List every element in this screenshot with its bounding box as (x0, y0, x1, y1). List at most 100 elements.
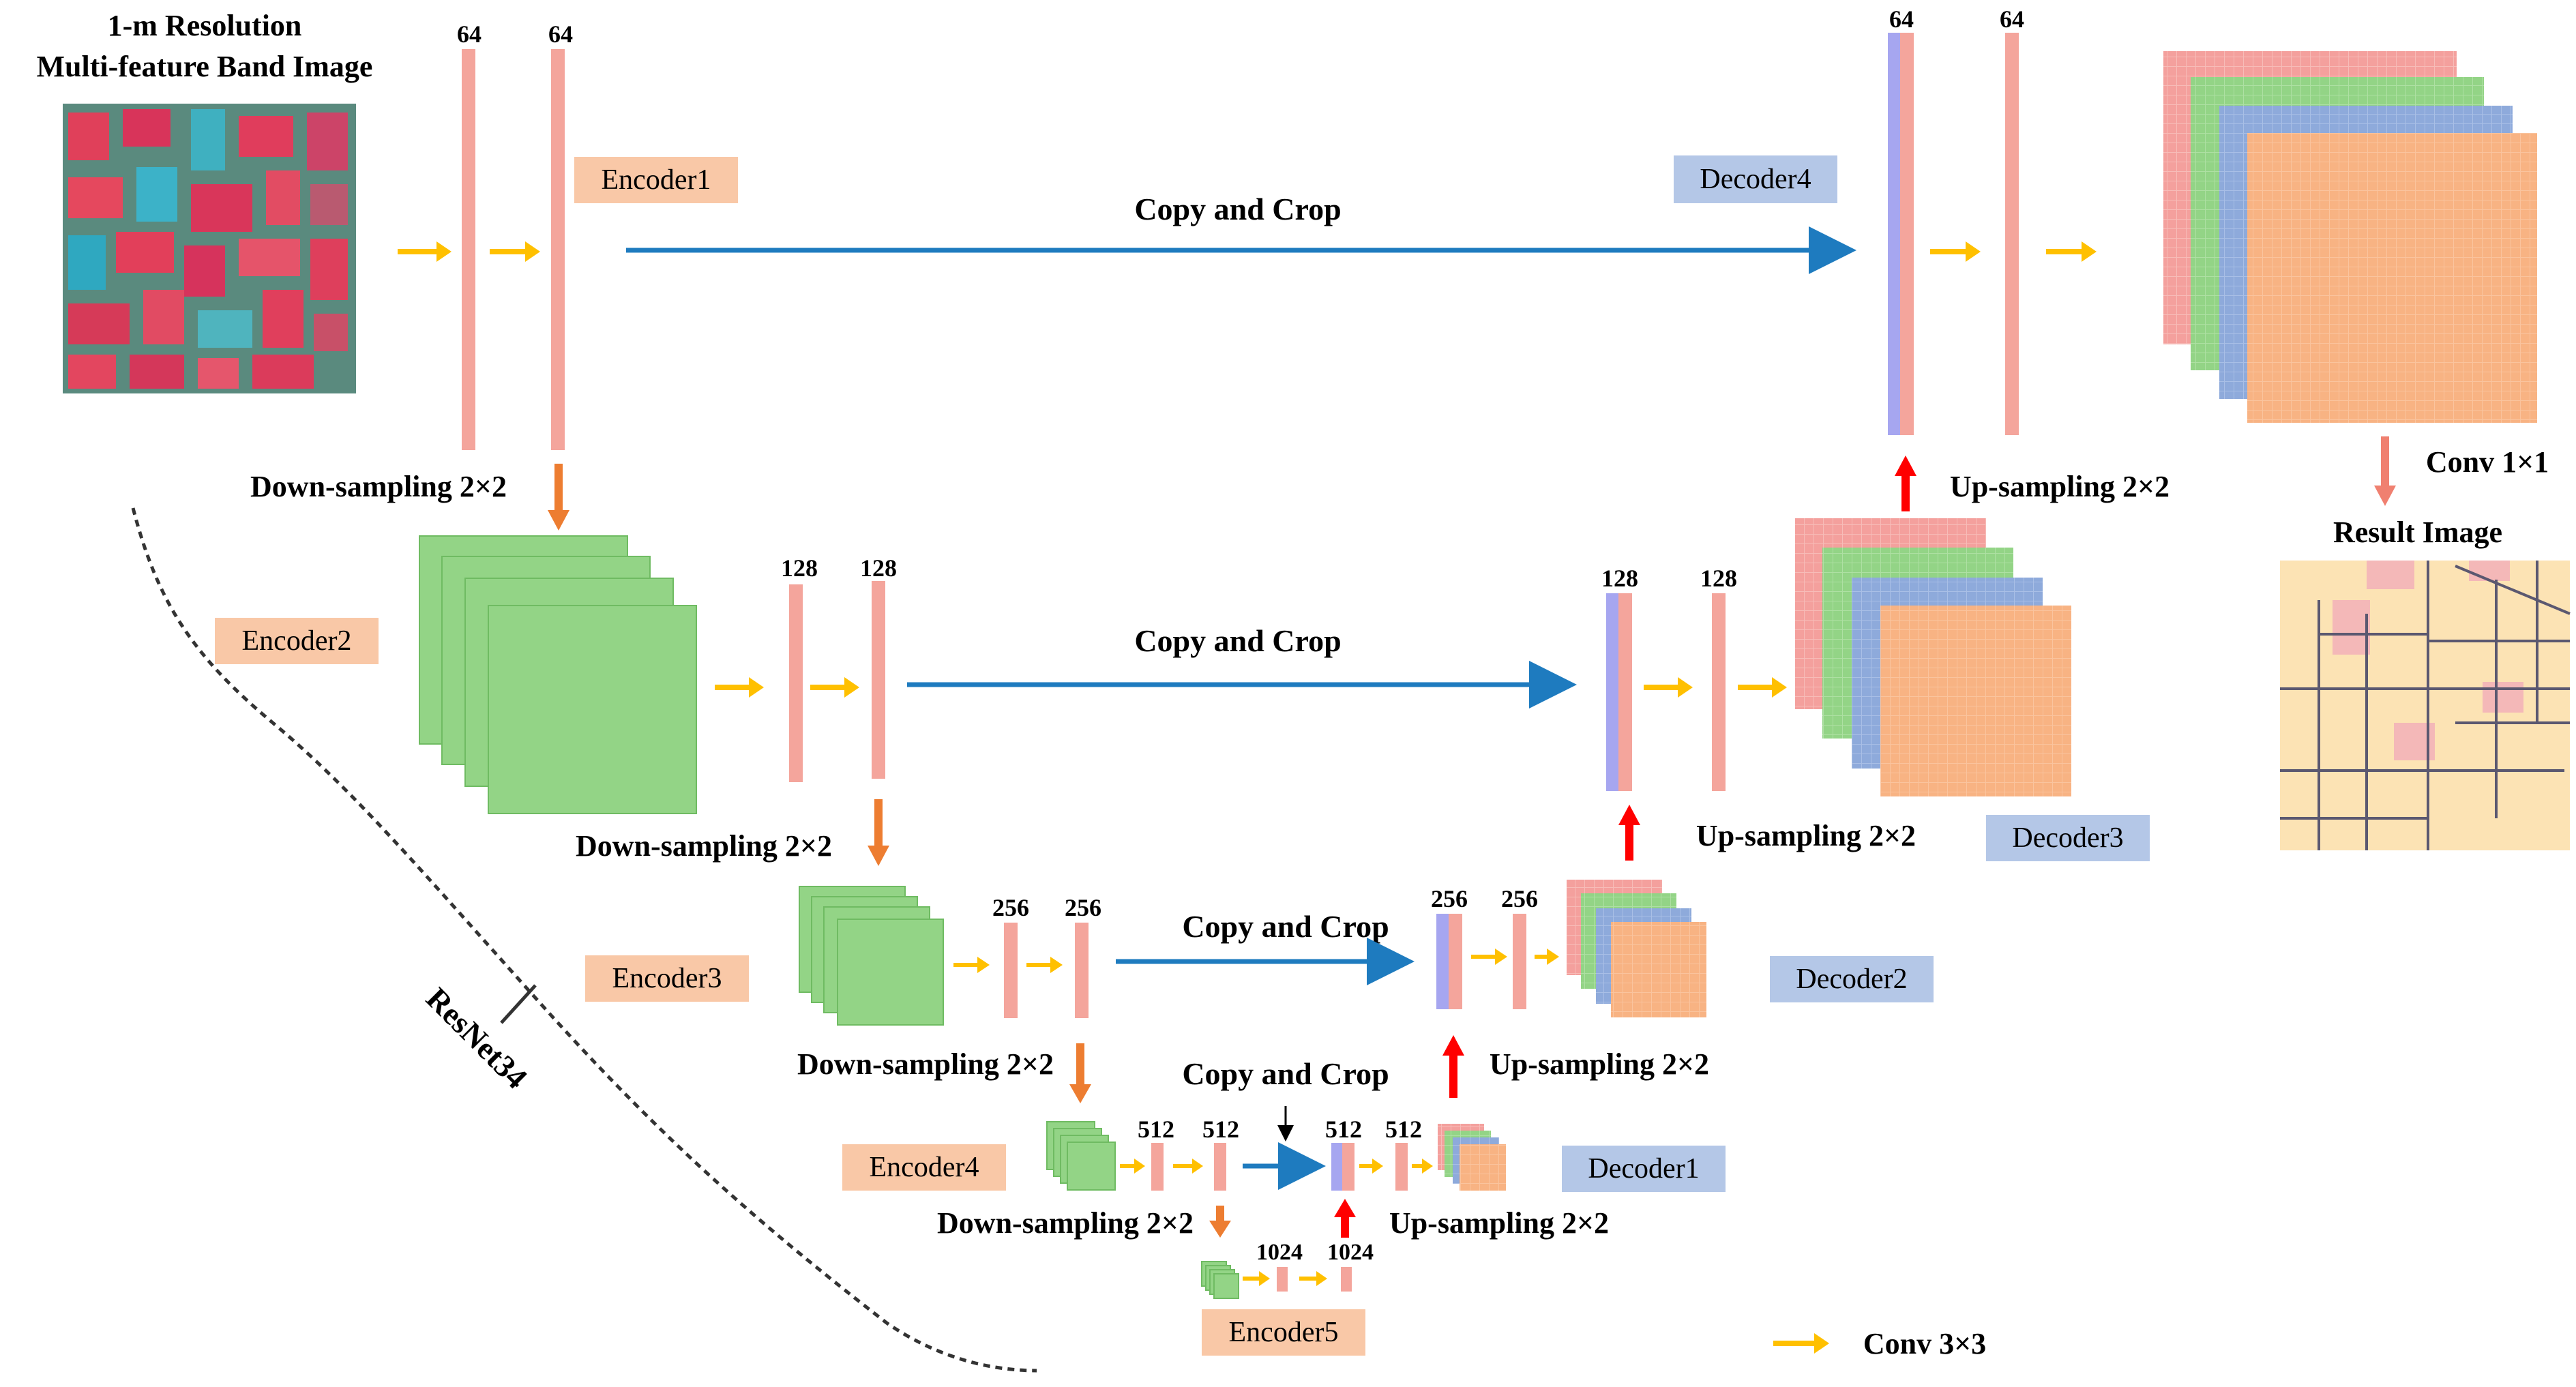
channel-e2b: 128 (860, 554, 897, 582)
conv3x3-arrow (2046, 241, 2097, 262)
resnet34-boundary-curve (131, 507, 1037, 1373)
feature-bar-d1a (1342, 1143, 1354, 1191)
channel-e1b: 64 (548, 20, 573, 48)
feature-bar-e3a (1004, 923, 1018, 1018)
decoder1-feature-stack (1438, 1124, 1506, 1191)
input-title-line2: Multi-feature Band Image (37, 50, 373, 83)
channel-e2a: 128 (781, 554, 818, 582)
conv3x3-arrow (1173, 1159, 1203, 1174)
conv3x3-arrow (1026, 957, 1063, 973)
feature-bar-d1b (1395, 1143, 1408, 1191)
svg-text:Encoder5: Encoder5 (1229, 1317, 1339, 1348)
decoder3-label: Decoder3 (1986, 815, 2150, 861)
down-sampling-arrows (548, 464, 1231, 1238)
feature-bar-e4b (1214, 1143, 1226, 1191)
conv3x3-arrow (1412, 1159, 1433, 1174)
channel-d1b: 512 (1385, 1116, 1422, 1143)
down-label-4: Down-sampling 2×2 (937, 1206, 1194, 1240)
feature-bar-e4a (1151, 1143, 1164, 1191)
feature-bar-d2b (1513, 914, 1526, 1009)
down-arrow-1 (548, 464, 569, 531)
svg-text:Encoder3: Encoder3 (612, 963, 722, 994)
down-label-1: Down-sampling 2×2 (250, 470, 507, 503)
conv3x3-arrows (398, 241, 2097, 1354)
encoder3-feature-maps (799, 886, 944, 1026)
encoder4-feature-maps (1046, 1121, 1116, 1191)
channel-e4b: 512 (1202, 1116, 1239, 1143)
conv3x3-arrow (1535, 949, 1559, 965)
concat-bar-d1 (1331, 1143, 1342, 1191)
feature-bar-e5a (1277, 1267, 1288, 1292)
decoder4-label: Decoder4 (1674, 155, 1837, 203)
channel-e5b: 1024 (1327, 1240, 1374, 1265)
up-arrow-2 (1618, 805, 1640, 861)
decoder3-feature-stack (1795, 518, 2071, 796)
feature-bar-d4a (1900, 33, 1914, 435)
concat-bar-d2 (1436, 914, 1449, 1009)
up-sampling-arrows (1334, 456, 1916, 1238)
conv1x1-arrow (2374, 436, 2396, 506)
svg-text:Decoder4: Decoder4 (1700, 164, 1811, 195)
resnet34-label: ResNet34 (419, 981, 534, 1095)
up-arrow-3 (1442, 1035, 1464, 1098)
copy-crop-label-2: Copy and Crop (1134, 623, 1341, 658)
up-label-3: Up-sampling 2×2 (1490, 1047, 1709, 1081)
conv3x3-arrow (398, 241, 451, 262)
encoder5-label: Encoder5 (1202, 1309, 1365, 1356)
concat-bar-d3 (1606, 593, 1618, 791)
legend-conv3x3-label: Conv 3×3 (1863, 1327, 1986, 1360)
channel-e1a: 64 (457, 20, 482, 48)
up-label-2: Up-sampling 2×2 (1696, 819, 1916, 852)
up-arrow-4 (1334, 1199, 1356, 1238)
conv3x3-arrow (1644, 677, 1693, 698)
feature-bar-d2a (1449, 914, 1462, 1009)
feature-bar-e1b (551, 49, 565, 450)
channel-e3a: 256 (992, 894, 1029, 921)
legend-conv3x3-arrow (1773, 1333, 1829, 1354)
channel-e4a: 512 (1138, 1116, 1174, 1143)
resnet34-tick (500, 984, 537, 1024)
feature-bar-e3b (1075, 923, 1089, 1018)
down-label-2: Down-sampling 2×2 (576, 829, 832, 863)
feature-bar-e5b (1341, 1267, 1352, 1292)
svg-text:Encoder4: Encoder4 (870, 1152, 979, 1183)
conv3x3-arrow (810, 677, 859, 698)
copy-crop-label-1: Copy and Crop (1134, 192, 1341, 226)
channel-d4b: 64 (2000, 5, 2024, 33)
channel-e5a: 1024 (1256, 1240, 1303, 1265)
copy-crop-label-4: Copy and Crop (1182, 1056, 1389, 1091)
conv3x3-arrow (490, 241, 540, 262)
feature-bar-e2a (789, 584, 803, 782)
channel-d3a: 128 (1601, 565, 1638, 592)
input-title-line1: 1-m Resolution (108, 9, 302, 42)
input-satellite-image (63, 104, 356, 393)
decoder1-label: Decoder1 (1562, 1146, 1726, 1192)
down-arrow-4 (1209, 1206, 1231, 1238)
decoder2-feature-stack (1567, 880, 1706, 1017)
channel-d1a: 512 (1325, 1116, 1362, 1143)
result-title: Result Image (2333, 516, 2502, 549)
svg-text:Decoder3: Decoder3 (2012, 822, 2123, 854)
conv3x3-arrow (1243, 1271, 1270, 1286)
encoder1-label: Encoder1 (574, 157, 738, 203)
feature-bar-d3a (1618, 593, 1632, 791)
conv3x3-arrow (1359, 1159, 1383, 1174)
output-feature-stack (2163, 51, 2537, 423)
conv3x3-arrow (1299, 1271, 1327, 1286)
concat-bar-d4 (1888, 33, 1900, 435)
down-arrow-3 (1069, 1043, 1091, 1103)
conv3x3-arrow (1930, 241, 1981, 262)
channel-d4a: 64 (1889, 5, 1914, 33)
encoder2-label: Encoder2 (215, 618, 379, 664)
svg-text:Encoder2: Encoder2 (242, 625, 352, 657)
encoder5-feature-maps (1201, 1261, 1239, 1299)
feature-bar-d3b (1712, 593, 1726, 791)
decoder2-label: Decoder2 (1770, 956, 1934, 1002)
conv3x3-arrow (1471, 949, 1507, 965)
encoder3-label: Encoder3 (585, 955, 749, 1002)
feature-bar-e1a (462, 49, 475, 450)
up-label-4: Up-sampling 2×2 (1389, 1206, 1609, 1240)
up-arrow-1 (1895, 456, 1916, 511)
conv3x3-arrow (1738, 677, 1787, 698)
